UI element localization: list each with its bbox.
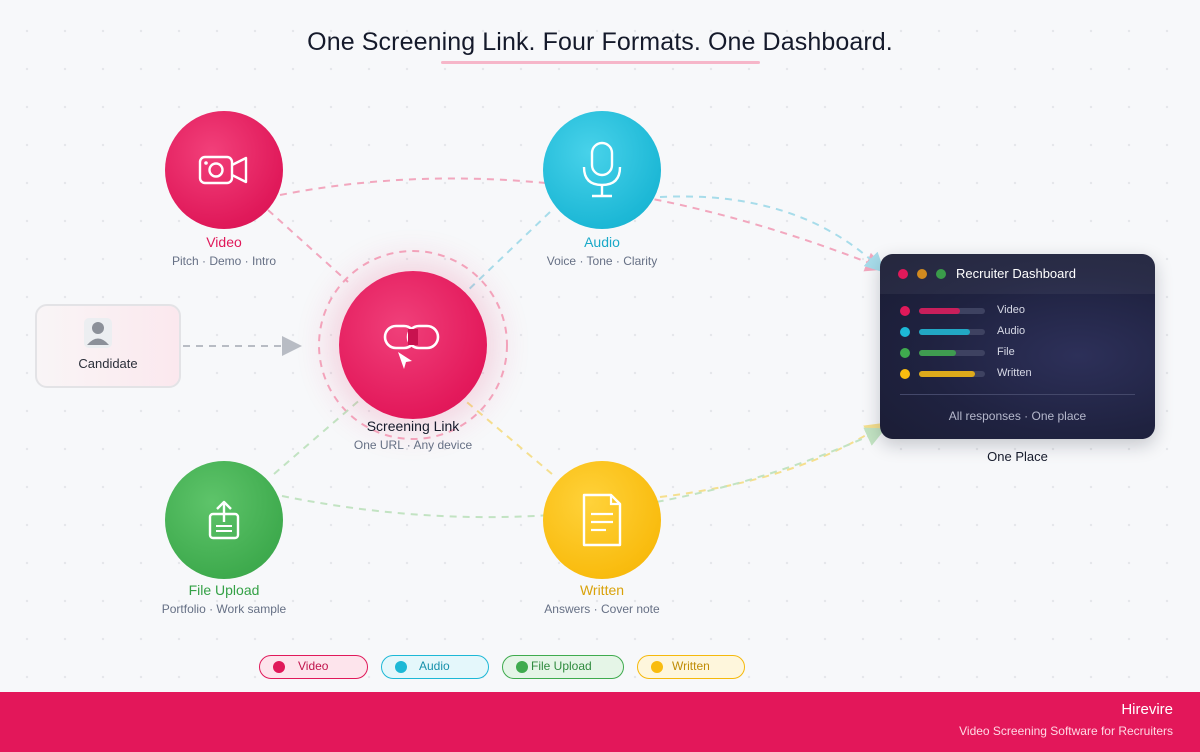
progress-fill: [919, 371, 976, 377]
file-upload-title: File Upload: [188, 582, 260, 598]
legend-label: Video: [298, 659, 329, 673]
document-icon: [582, 493, 622, 547]
dashboard-footer-text: All responses · One place: [948, 409, 1087, 423]
candidate-card: Candidate: [35, 304, 181, 388]
video-to-screening-line: [267, 209, 349, 283]
row-label: Written: [997, 367, 1032, 379]
file-upload-label: File Upload Portfolio · Work sample: [124, 582, 324, 616]
row-label: Audio: [997, 325, 1026, 337]
audio-subtitle: Voice · Tone · Clarity: [546, 254, 658, 268]
link-icon: [383, 324, 440, 369]
progress-fill: [919, 329, 971, 335]
dashboard-row-audio: Audio: [900, 324, 1140, 340]
dashboard-caption: One Place: [987, 449, 1048, 464]
page-title: One Screening Link. Four Formats. One Da…: [307, 28, 893, 56]
dashboard-row-file: File: [900, 345, 1140, 361]
audio-node: [543, 111, 661, 229]
recruiter-dashboard-panel: Recruiter Dashboard Video Audio File Wri…: [880, 254, 1155, 439]
legend-label: Written: [672, 659, 710, 673]
screening-subtitle: One URL · Any device: [353, 438, 473, 452]
row-dot: [900, 327, 910, 337]
audio-label: Audio Voice · Tone · Clarity: [502, 234, 702, 268]
audio-to-dashboard-line: [659, 195, 885, 273]
row-dot: [900, 306, 910, 316]
audio-title: Audio: [584, 234, 620, 250]
candidate-label: Candidate: [78, 356, 138, 371]
video-title: Video: [206, 234, 242, 250]
user-avatar-icon: [84, 318, 112, 348]
row-dot: [900, 369, 910, 379]
screening-halo-ring: [318, 250, 508, 440]
window-dot-red: [898, 269, 908, 279]
microphone-icon: [582, 141, 622, 198]
legend-written: Written: [637, 655, 745, 679]
dashboard-divider: [900, 394, 1135, 395]
screening-link-node: [339, 271, 487, 419]
progress-track: [919, 329, 985, 335]
video-camera-icon: [198, 155, 248, 185]
written-subtitle: Answers · Cover note: [544, 602, 660, 616]
written-to-screening-line: [461, 397, 553, 475]
legend-dot: [273, 661, 285, 673]
video-subtitle: Pitch · Demo · Intro: [171, 254, 277, 268]
video-node: [165, 111, 283, 229]
legend-label: Audio: [419, 659, 450, 673]
footer-bar: Hirevire Video Screening Software for Re…: [0, 692, 1200, 752]
row-dot: [900, 348, 910, 358]
legend-label: File Upload: [531, 659, 592, 673]
audio-to-screening-line: [463, 211, 551, 295]
legend-dot: [651, 661, 663, 673]
legend-audio: Audio: [381, 655, 489, 679]
row-label: Video: [997, 304, 1025, 316]
window-dot-orange: [917, 269, 927, 279]
dashboard-header: Recruiter Dashboard: [880, 254, 1155, 294]
dashboard-row-video: Video: [900, 303, 1140, 319]
title-underline: [441, 61, 760, 64]
brand-tagline: Video Screening Software for Recruiters: [959, 724, 1173, 738]
legend-video: Video: [259, 655, 368, 679]
progress-fill: [919, 350, 956, 356]
written-node: [543, 461, 661, 579]
written-label: Written Answers · Cover note: [502, 582, 702, 616]
window-dot-green: [936, 269, 946, 279]
upload-icon: [208, 500, 240, 540]
brand-name: Hirevire: [1121, 701, 1173, 718]
dashboard-title: Recruiter Dashboard: [956, 266, 1076, 281]
written-to-dashboard-line: [659, 422, 886, 498]
screening-title: Screening Link: [366, 418, 460, 434]
progress-track: [919, 371, 985, 377]
screening-label: Screening Link One URL · Any device: [313, 418, 513, 452]
file-upload-node: [165, 461, 283, 579]
file-to-screening-line: [273, 397, 363, 475]
file-upload-subtitle: Portfolio · Work sample: [161, 602, 287, 616]
progress-fill: [919, 308, 960, 314]
written-title: Written: [579, 582, 625, 598]
legend-dot: [395, 661, 407, 673]
legend-dot: [516, 661, 528, 673]
progress-track: [919, 350, 985, 356]
progress-track: [919, 308, 985, 314]
legend-file-upload: File Upload: [502, 655, 624, 679]
row-label: File: [997, 346, 1015, 358]
dashboard-row-written: Written: [900, 366, 1140, 382]
video-label: Video Pitch · Demo · Intro: [124, 234, 324, 268]
